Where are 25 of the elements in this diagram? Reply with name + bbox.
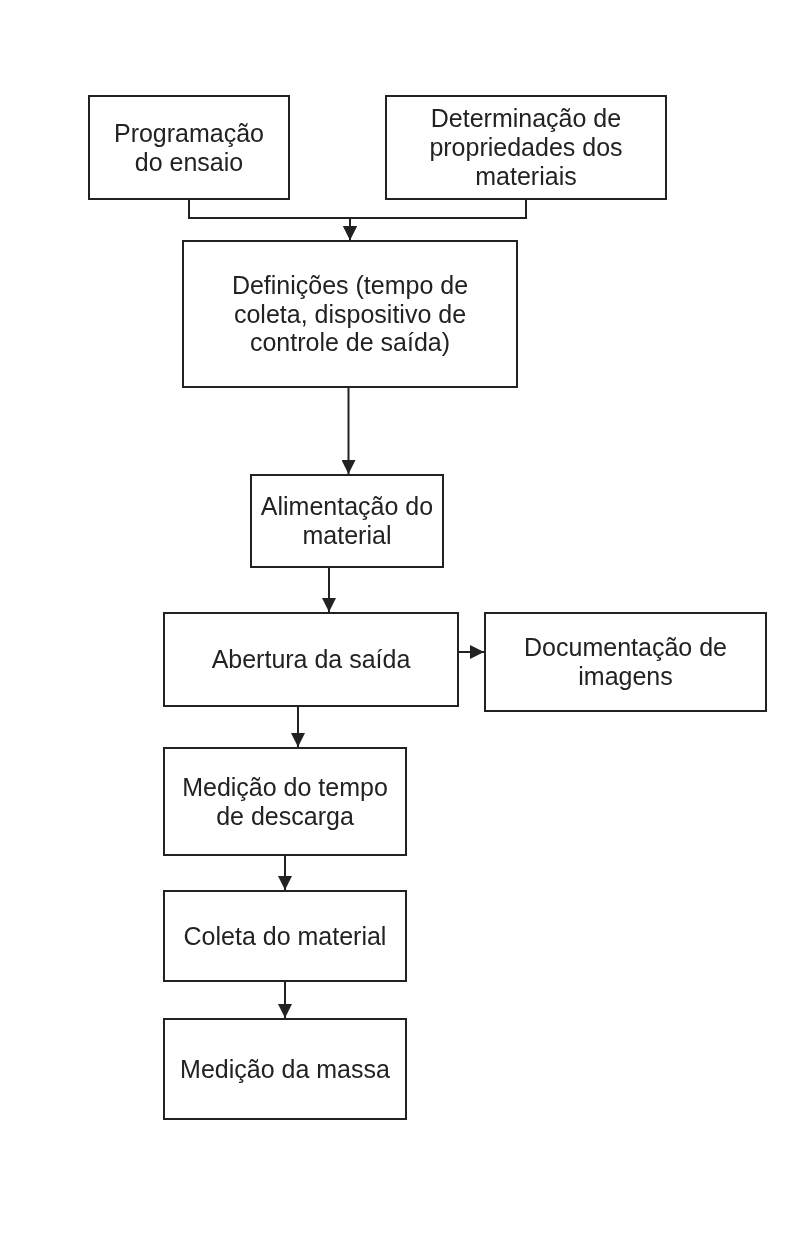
box-label: Medição do tempo de descarga xyxy=(181,772,389,831)
box-label: Coleta do material xyxy=(183,921,387,951)
arrow xyxy=(458,645,485,659)
arrow xyxy=(343,199,527,241)
box-label: Alimentação do material xyxy=(260,492,434,550)
process-box xyxy=(163,747,407,856)
process-box xyxy=(250,474,444,568)
process-box xyxy=(163,612,459,707)
box-label: Definições (tempo de coleta, dispositivo de controle de saída) xyxy=(230,270,470,358)
process-box xyxy=(385,95,667,200)
arrow xyxy=(278,855,292,891)
box-label: Abertura da saída xyxy=(211,645,411,674)
box-label: Programação do ensaio xyxy=(112,118,266,177)
process-box xyxy=(163,1018,407,1120)
box-label: Medição da massa xyxy=(180,1054,390,1084)
arrow xyxy=(341,387,356,475)
arrow xyxy=(322,567,336,613)
process-box xyxy=(88,95,290,200)
arrow xyxy=(291,706,305,748)
box-label: Determinação de propriedades dos materiais xyxy=(428,104,624,191)
process-box xyxy=(484,612,767,712)
box-label: Documentação de imagens xyxy=(523,633,728,691)
process-box xyxy=(163,890,407,982)
process-box xyxy=(182,240,518,388)
arrow xyxy=(278,981,292,1019)
